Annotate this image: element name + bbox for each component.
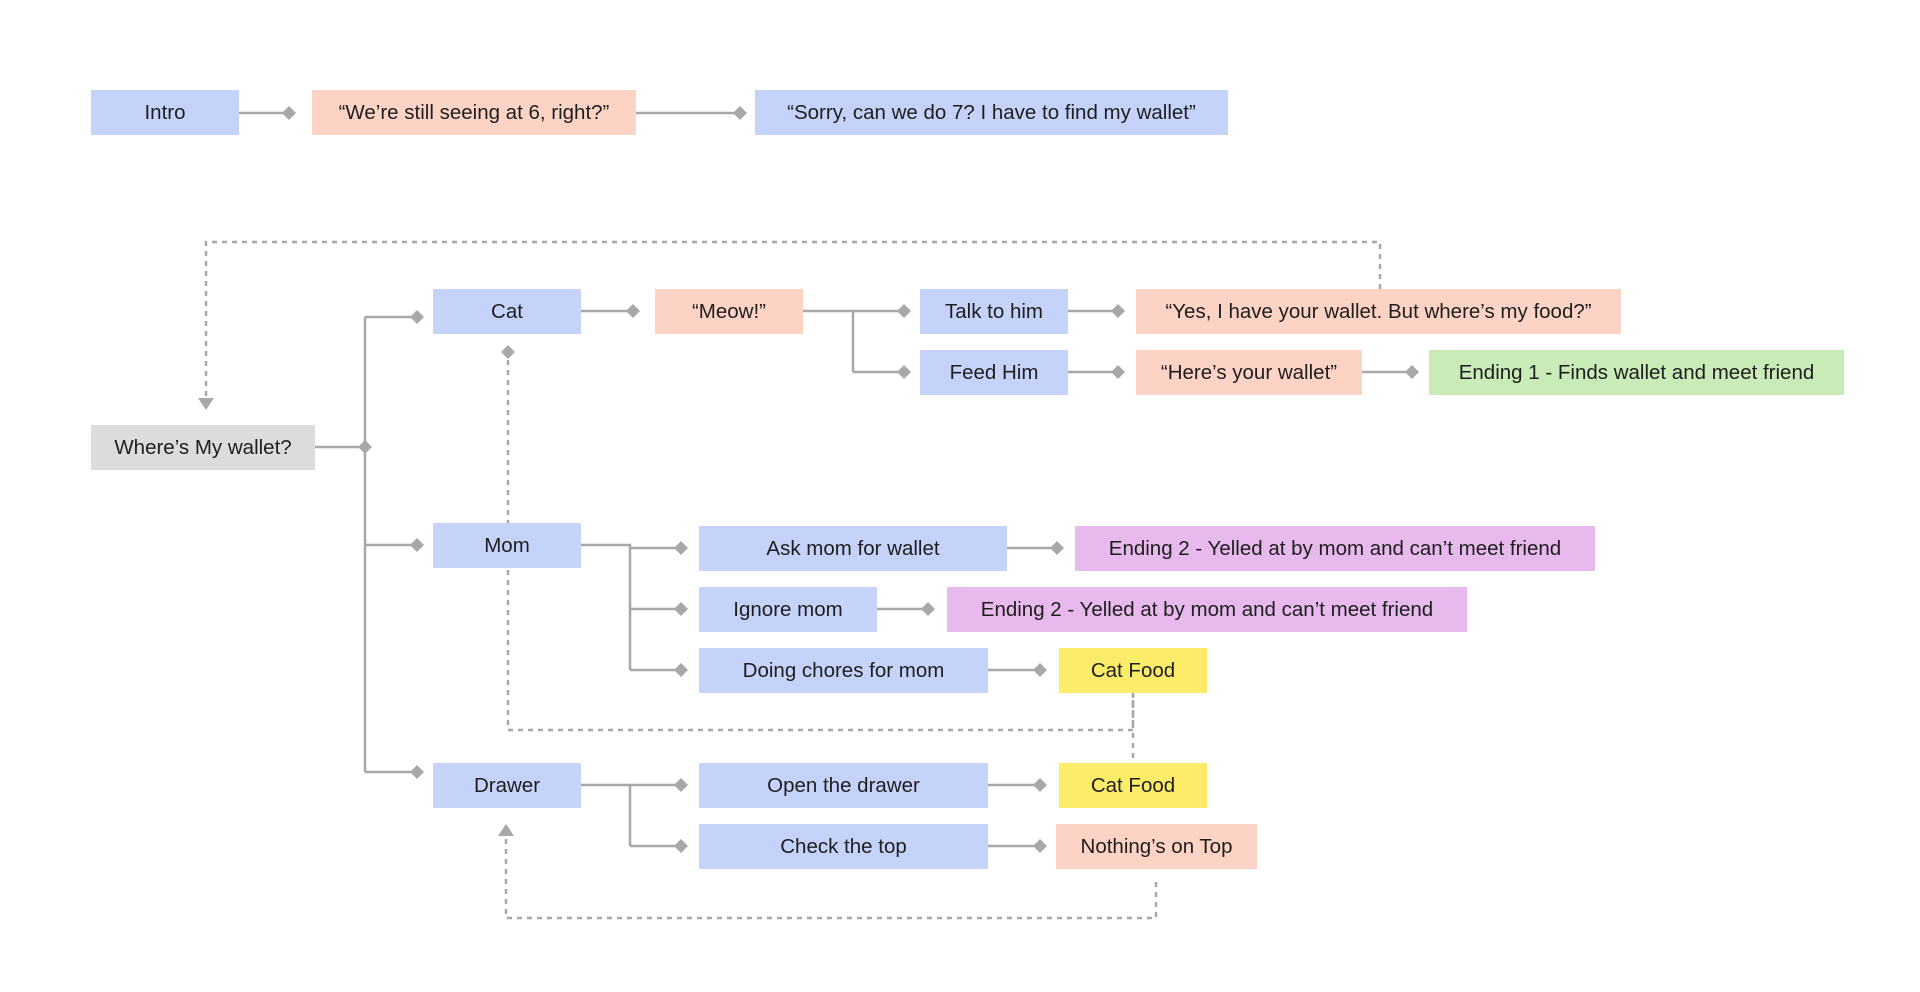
drawer-node[interactable]: Drawer xyxy=(433,763,581,808)
nothing-on-top-node[interactable]: Nothing’s on Top xyxy=(1056,824,1257,869)
doing-chores-node[interactable]: Doing chores for mom xyxy=(699,648,988,693)
intro-question-node[interactable]: “We’re still seeing at 6, right?” xyxy=(312,90,636,135)
connector-open-catfood-diamond xyxy=(1033,778,1047,792)
connector-drawer-open-diamond xyxy=(674,778,688,792)
connector-feed-reply-diamond xyxy=(1111,365,1125,379)
connector-mom-split xyxy=(581,543,632,670)
check-top-node[interactable]: Check the top xyxy=(699,824,988,869)
feed-him-node[interactable]: Feed Him xyxy=(920,350,1068,395)
open-drawer-node[interactable]: Open the drawer xyxy=(699,763,988,808)
cat-food-chores-node[interactable]: Cat Food xyxy=(1059,648,1207,693)
connector-top-nothing-diamond xyxy=(1033,839,1047,853)
connector-drawer-split xyxy=(581,783,632,846)
connector-question-answer-diamond xyxy=(733,106,747,120)
mom-node[interactable]: Mom xyxy=(433,523,581,568)
cat-node[interactable]: Cat xyxy=(433,289,581,334)
cat-meow-node[interactable]: “Meow!” xyxy=(655,289,803,334)
loop-talk-reply-to-start xyxy=(204,240,1382,400)
connector-ignore-ending2-diamond xyxy=(921,602,935,616)
connector-meow-feed-diamond xyxy=(897,365,911,379)
loop-start-arrowhead xyxy=(198,398,214,410)
cat-feed-reply-node[interactable]: “Here’s your wallet” xyxy=(1136,350,1362,395)
intro-answer-node[interactable]: “Sorry, can we do 7? I have to find my w… xyxy=(755,90,1228,135)
ending-2-ignore-node[interactable]: Ending 2 - Yelled at by mom and can’t me… xyxy=(947,587,1467,632)
connector-trunk-drawer-diamond xyxy=(410,765,424,779)
cat-talk-reply-node[interactable]: “Yes, I have your wallet. But where’s my… xyxy=(1136,289,1621,334)
talk-to-him-node[interactable]: Talk to him xyxy=(920,289,1068,334)
cat-food-drawer-node[interactable]: Cat Food xyxy=(1059,763,1207,808)
loop-cat-diamond xyxy=(501,345,515,359)
loop-drawer-arrowhead xyxy=(498,824,514,836)
ignore-mom-node[interactable]: Ignore mom xyxy=(699,587,877,632)
ending-2-ask-node[interactable]: Ending 2 - Yelled at by mom and can’t me… xyxy=(1075,526,1595,571)
intro-node[interactable]: Intro xyxy=(91,90,239,135)
connector-drawer-top-diamond xyxy=(674,839,688,853)
connector-reply-ending1-diamond xyxy=(1405,365,1419,379)
ask-mom-node[interactable]: Ask mom for wallet xyxy=(699,526,1007,571)
connector-mom-ask-diamond xyxy=(674,541,688,555)
connector-meow-split xyxy=(803,309,855,372)
connector-talk-reply-diamond xyxy=(1111,304,1125,318)
connector-mom-ignore-diamond xyxy=(674,602,688,616)
connector-cat-meow-diamond xyxy=(626,304,640,318)
connector-trunk-mom-diamond xyxy=(410,538,424,552)
start-node[interactable]: Where’s My wallet? xyxy=(91,425,315,470)
loop-nothing-to-drawer xyxy=(504,836,1158,920)
connector-ask-ending2-diamond xyxy=(1050,541,1064,555)
ending-1-node[interactable]: Ending 1 - Finds wallet and meet friend xyxy=(1429,350,1844,395)
connector-intro-question-diamond xyxy=(282,106,296,120)
connector-meow-talk-diamond xyxy=(897,304,911,318)
connector-chores-catfood-diamond xyxy=(1033,663,1047,677)
connector-trunk-cat-diamond xyxy=(410,310,424,324)
connector-mom-chores-diamond xyxy=(674,663,688,677)
